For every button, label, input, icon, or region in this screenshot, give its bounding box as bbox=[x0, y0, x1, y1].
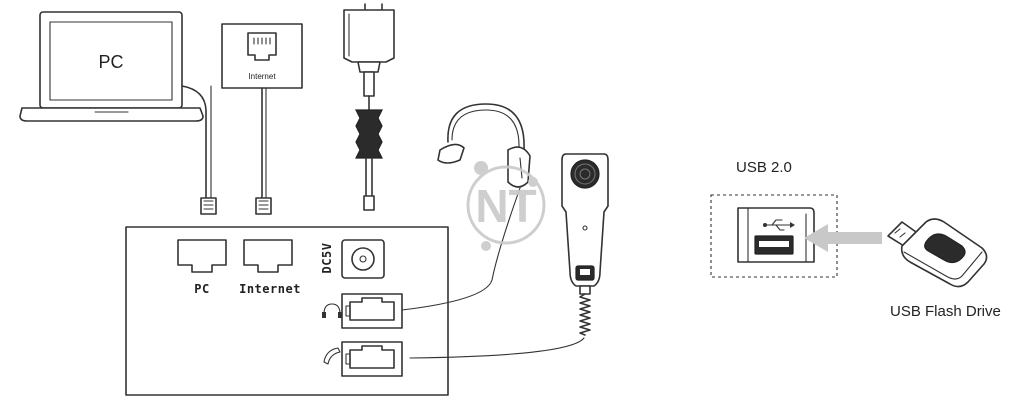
power-port-label: DC5V bbox=[320, 243, 334, 274]
usb-port-label: USB 2.0 bbox=[736, 159, 792, 176]
laptop-pc: PC bbox=[19, 11, 204, 122]
pc-port: PC bbox=[177, 239, 227, 296]
phone-back-panel: PC Internet DC5V bbox=[125, 226, 449, 396]
pc-cable-plug bbox=[200, 197, 217, 215]
handset-icon bbox=[323, 347, 341, 365]
handset bbox=[561, 153, 609, 336]
handset-cable bbox=[409, 337, 585, 359]
internet-port: Internet bbox=[239, 239, 301, 296]
power-port: DC5V bbox=[320, 239, 385, 279]
watermark-text: NT bbox=[475, 180, 536, 232]
usb-port-box bbox=[710, 194, 838, 278]
insert-arrow bbox=[804, 224, 882, 252]
handset-port bbox=[323, 341, 403, 377]
pc-port-label: PC bbox=[194, 282, 209, 296]
headset-port bbox=[322, 293, 403, 329]
usb-flash-drive-label: USB Flash Drive bbox=[890, 303, 1001, 320]
internet-wall-jack: Internet bbox=[221, 23, 303, 89]
watermark-logo: NT bbox=[466, 161, 546, 251]
headset-cable bbox=[401, 187, 521, 311]
internet-cable-plug bbox=[255, 197, 272, 215]
handset-coiled-cord bbox=[579, 293, 591, 336]
usb-flash-drive bbox=[887, 218, 988, 288]
wall-jack-label: Internet bbox=[248, 72, 276, 81]
power-adapter bbox=[343, 3, 395, 211]
usb-icon bbox=[763, 219, 795, 231]
pc-cable bbox=[181, 85, 207, 199]
laptop-label: PC bbox=[98, 52, 123, 72]
internet-port-label: Internet bbox=[239, 282, 301, 296]
headset-icon bbox=[322, 303, 342, 318]
